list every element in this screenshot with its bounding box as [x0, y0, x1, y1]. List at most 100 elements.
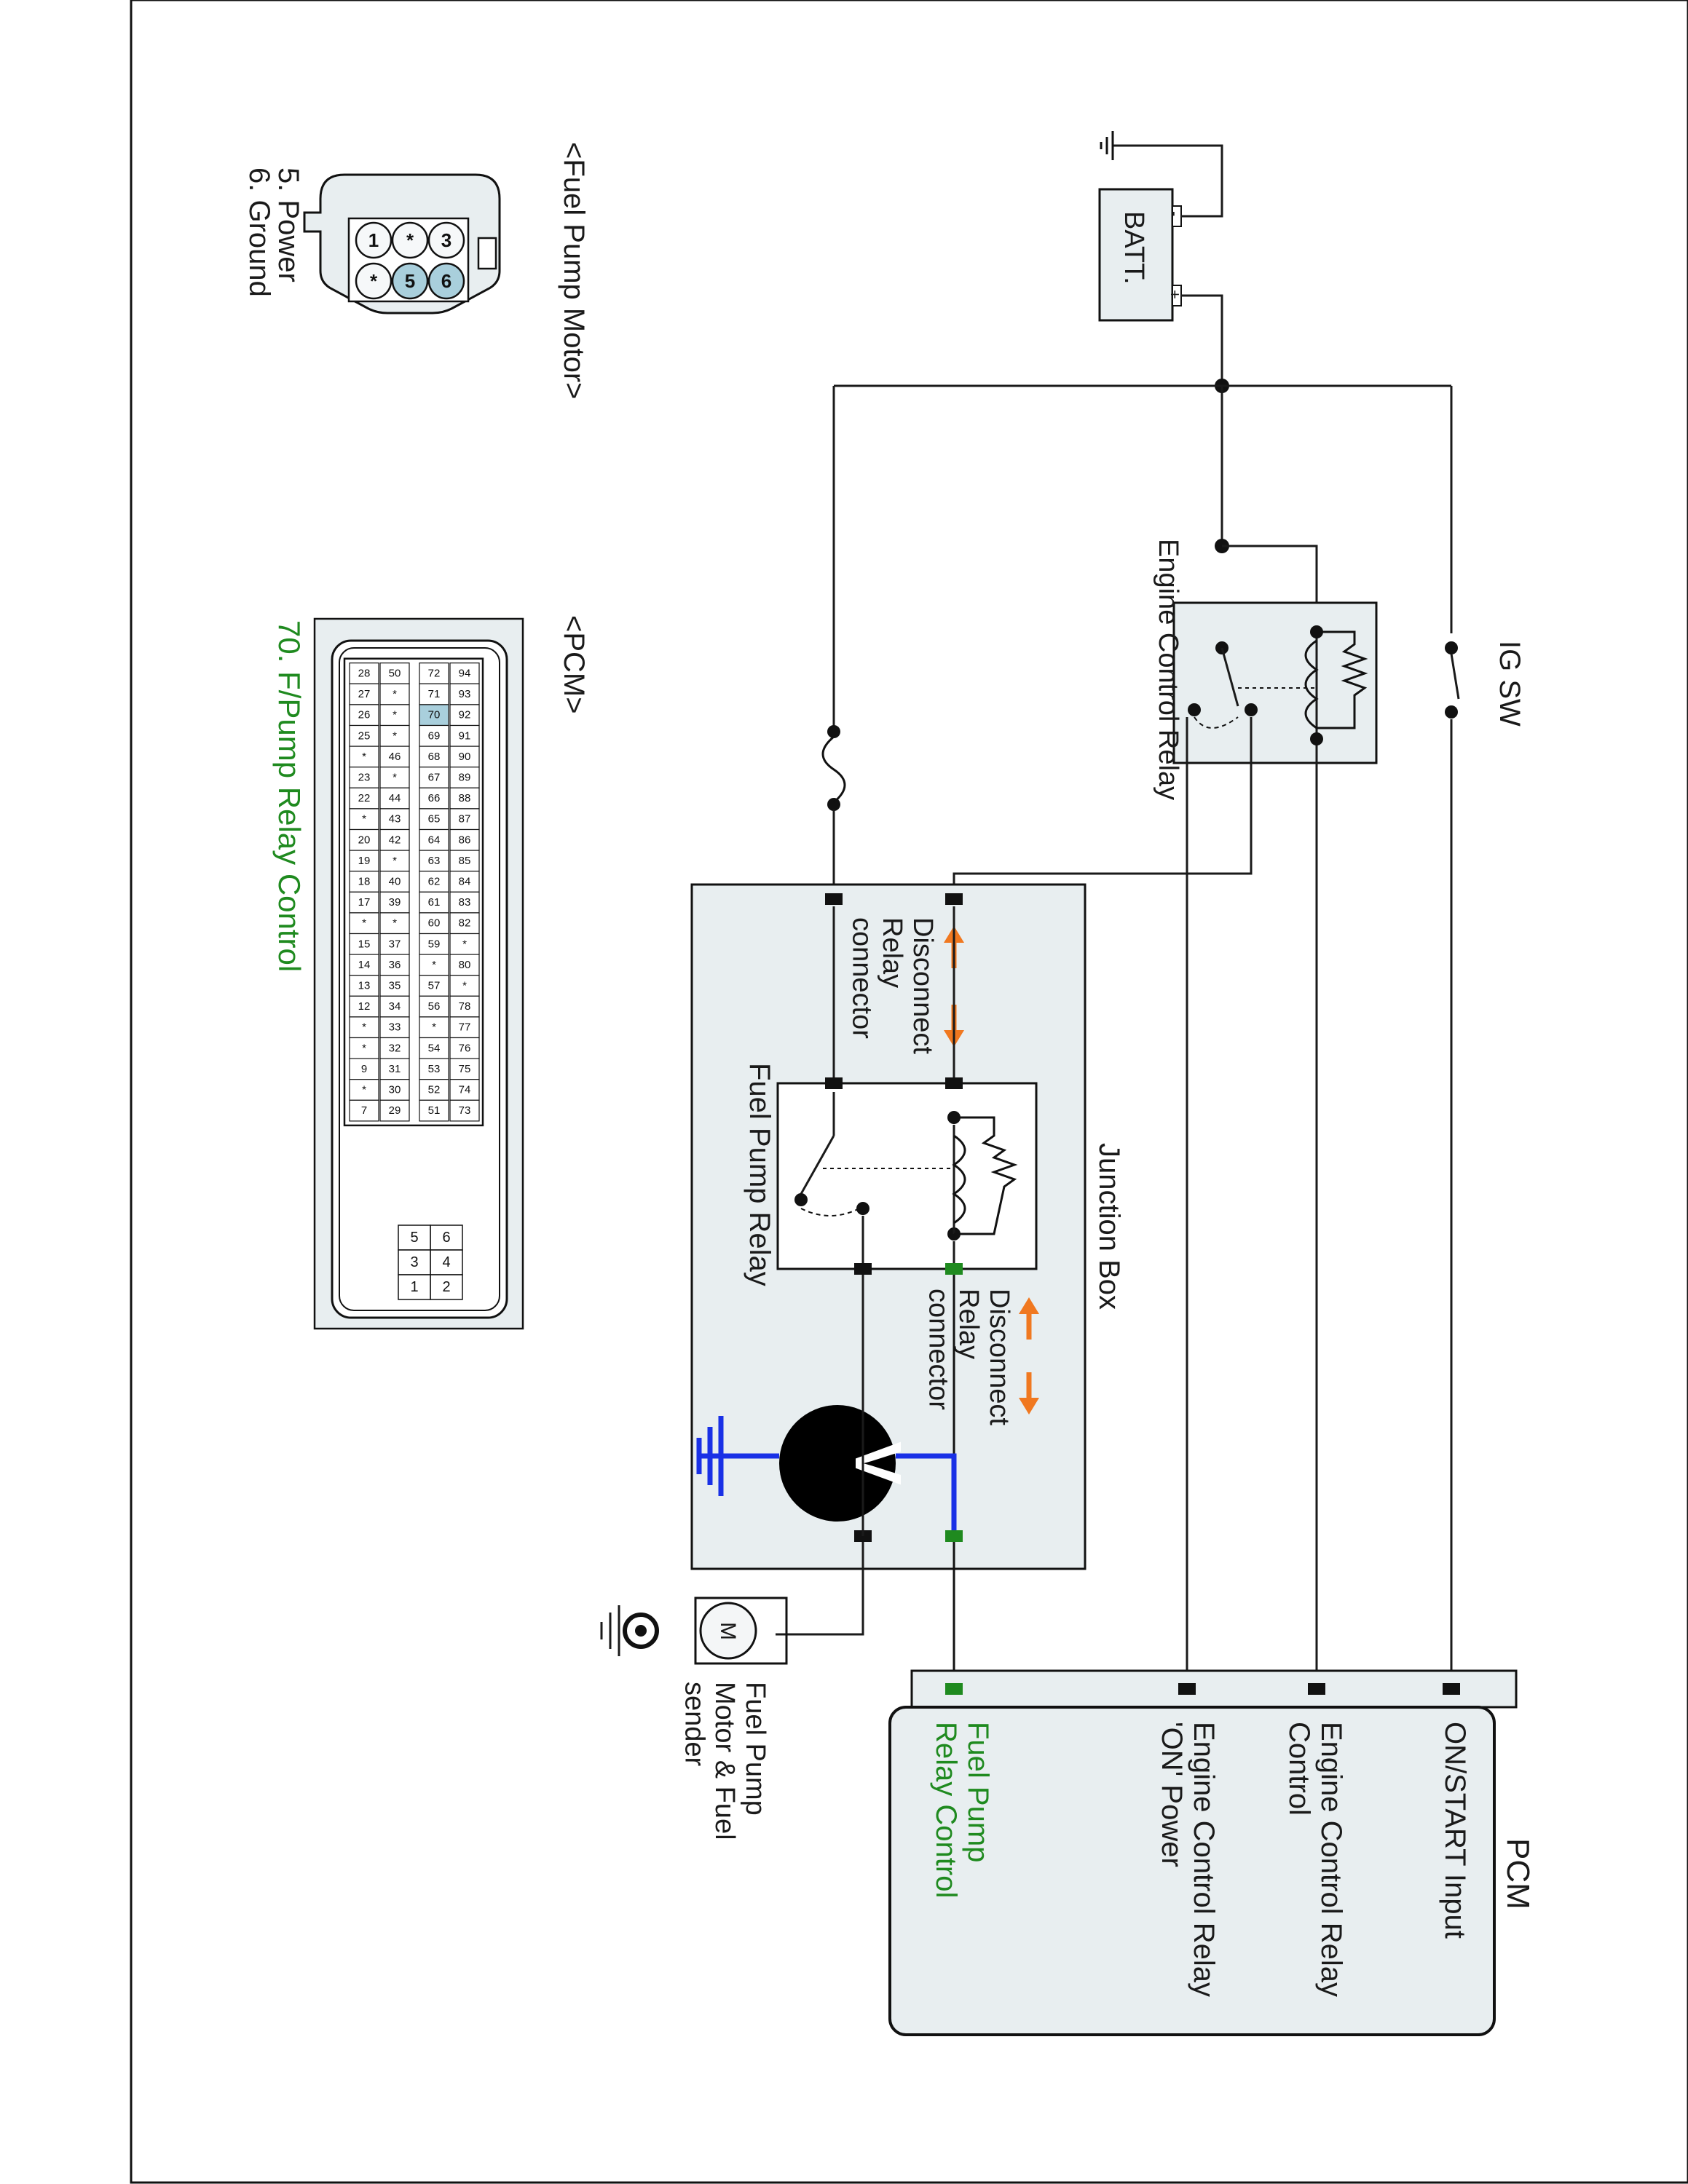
pcm-power-pin-4: 4 — [442, 1254, 450, 1270]
pcm-pin-40: 40 — [389, 876, 401, 888]
pcm-pin-30: 30 — [389, 1084, 401, 1096]
pcm-pin-82: 82 — [459, 917, 471, 930]
pcm-pin-73: 73 — [459, 1104, 471, 1117]
fpr-terminal-3 — [854, 1263, 872, 1275]
pcm-pin-70: 70 — [428, 709, 441, 721]
ecr-switch-blade — [1220, 647, 1239, 707]
pcm-pin-12: 12 — [358, 1000, 371, 1013]
ecr-box — [1172, 601, 1378, 764]
pcm-connector-strip — [910, 1669, 1518, 1709]
pcm-pin-7: 7 — [361, 1104, 367, 1117]
pcm-pin-37: 37 — [389, 938, 401, 950]
pcm-pin-18: 18 — [358, 876, 371, 888]
pcm-pin-88: 88 — [459, 792, 471, 804]
pcm-pin-69: 69 — [428, 729, 441, 742]
fpr-switch-common — [794, 1193, 808, 1206]
wire-jb-to-motor — [776, 1542, 864, 1636]
pcm-pin-unused: * — [362, 813, 366, 826]
pump-pin-label: * — [370, 270, 378, 292]
pcm-pin-29: 29 — [389, 1104, 401, 1117]
disconnect-a-label: DisconnectRelayconnector — [846, 917, 938, 1054]
fpr-coil — [952, 1134, 966, 1224]
pcm-pin-61: 61 — [428, 896, 441, 909]
pcm-pin-63: 63 — [428, 855, 441, 867]
pcm-pin-78: 78 — [459, 1000, 471, 1013]
pcm-power-cell — [398, 1274, 431, 1300]
pcm-pin-unused: * — [393, 709, 397, 721]
pcm-pin-23: 23 — [358, 772, 371, 784]
pcm-power-pin-2: 2 — [442, 1279, 450, 1295]
pump-connector: 3*165* — [303, 173, 501, 314]
pcm-power-pin-5: 5 — [410, 1230, 418, 1246]
pcm-pin-26: 26 — [358, 709, 371, 721]
pcm-terminal-fp — [945, 1683, 963, 1695]
voltmeter-positive-lead — [896, 1453, 957, 1536]
pump-pin-1 — [355, 221, 393, 259]
pcm-pin-cell — [419, 1099, 449, 1122]
pcm-pin-42: 42 — [389, 834, 401, 846]
pcm-pin-cell — [379, 1099, 410, 1122]
pcm-pin-unused: * — [393, 917, 397, 930]
pcm-pin-unused: * — [432, 959, 436, 971]
pcm-pin-27: 27 — [358, 688, 371, 700]
pcm-pin-unused: * — [393, 688, 397, 700]
pcm-module — [888, 1706, 1496, 2036]
pcm-ecr-control-label-line: Control — [1283, 1722, 1315, 1816]
pcm-pin-44: 44 — [389, 792, 401, 804]
pcm-pin-87: 87 — [459, 813, 471, 826]
ig-sw-contact-b — [1445, 705, 1458, 719]
fpr-terminal-2 — [945, 1077, 963, 1089]
pcm-pin-35: 35 — [389, 980, 401, 992]
pcm-pin-17: 17 — [358, 896, 371, 909]
pcm-pin-13: 13 — [358, 980, 371, 992]
pcm-ecr-control-label-line: Engine Control Relay — [1315, 1722, 1347, 1997]
pcm-fp-control-label-line: Fuel Pump — [962, 1722, 994, 1862]
pcm-pin-22: 22 — [358, 792, 371, 804]
pcm-pin-title: 70. F/Pump Relay Control — [272, 620, 307, 972]
pcm-pin-59: 59 — [428, 938, 441, 950]
pump-pin-label: 6 — [441, 270, 451, 292]
pcm-pin-75: 75 — [459, 1063, 471, 1075]
motor-caption-line: sender — [679, 1682, 709, 1767]
pcm-terminal-ecr-power — [1178, 1683, 1196, 1695]
pcm-pin-32: 32 — [389, 1042, 401, 1054]
pcm-connector-inner-2 — [339, 647, 500, 1311]
disconnect-a-label-line: connector — [846, 917, 877, 1039]
disconnect-b-label-line: Disconnect — [984, 1289, 1014, 1425]
ecr-resistor — [1317, 630, 1368, 729]
fuse-terminal-b — [827, 798, 840, 811]
pcm-pin-54: 54 — [428, 1042, 441, 1054]
pcm-pin-unused: * — [462, 980, 467, 992]
pcm-ecr-control-label: Engine Control RelayControl — [1283, 1722, 1347, 1997]
pcm-pin-64: 64 — [428, 834, 441, 846]
page-frame — [130, 0, 1688, 2184]
pcm-pin-60: 60 — [428, 917, 441, 930]
pcm-pin-25: 25 — [358, 729, 371, 742]
pcm-pin-cell — [449, 1099, 480, 1122]
pcm-power-pin-6: 6 — [442, 1230, 450, 1246]
fuel-pump-motor — [699, 1602, 757, 1660]
pcm-pin-50: 50 — [389, 668, 401, 680]
motor-housing — [694, 1597, 788, 1665]
pcm-power-pin-1: 1 — [410, 1279, 418, 1295]
pcm-pin-94: 94 — [459, 668, 471, 680]
pump-pin-5 — [391, 262, 429, 300]
pump-pin-label: * — [406, 229, 414, 251]
pcm-pin-93: 93 — [459, 688, 471, 700]
pcm-pin-86: 86 — [459, 834, 471, 846]
pcm-pin-unused: * — [362, 1021, 366, 1034]
pcm-pin-76: 76 — [459, 1042, 471, 1054]
pcm-ecr-power-label: Engine Control Relay'ON' Power — [1156, 1722, 1220, 1997]
pcm-pin-71: 71 — [428, 688, 441, 700]
pcm-on-start-label: ON/START Input — [1439, 1722, 1471, 1939]
disconnect-arrow-b-head-up — [1019, 1297, 1039, 1314]
pcm-terminal-ecr-control — [1308, 1683, 1325, 1695]
pcm-pin-unused: * — [462, 938, 467, 950]
pcm-module-title: PCM — [1500, 1838, 1536, 1910]
jb-connector-a — [825, 893, 843, 905]
pump-pin-label: 1 — [368, 229, 379, 251]
pcm-pin-unused: * — [432, 1021, 436, 1034]
pcm-ecr-power-label-line: 'ON' Power — [1156, 1722, 1188, 1867]
fuse-terminal-a — [827, 725, 840, 738]
